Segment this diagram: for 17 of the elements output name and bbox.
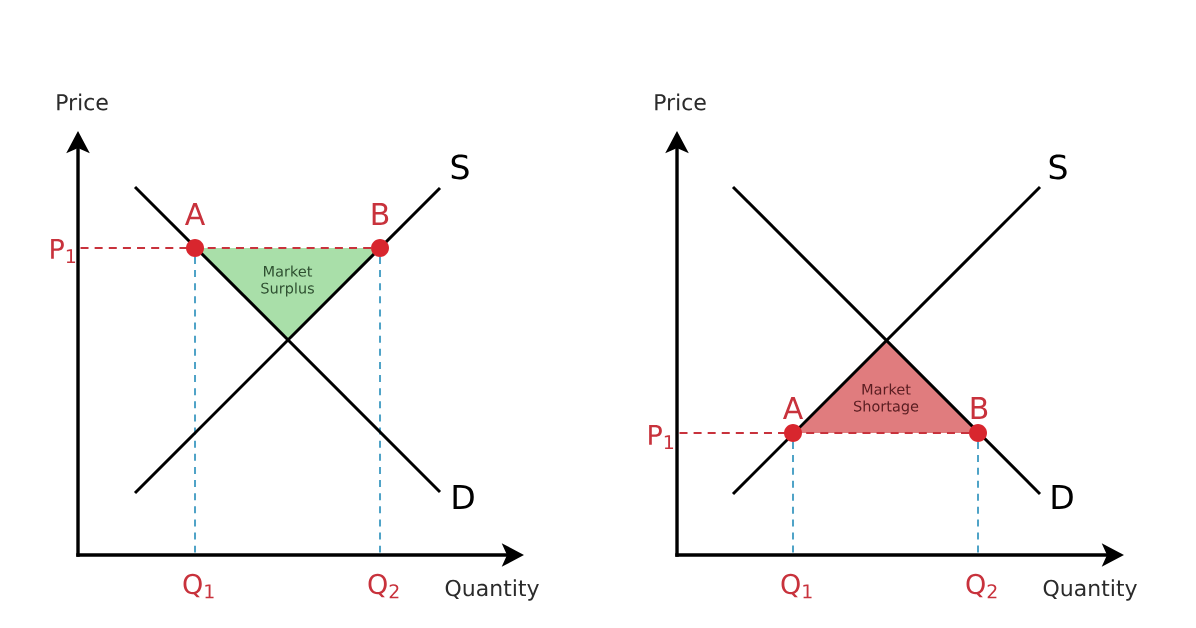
price-level-label: P$_{1}$ bbox=[51, 238, 76, 264]
axis-label: Quantity bbox=[1043, 579, 1137, 601]
axis-label: Price bbox=[655, 93, 706, 111]
curve-label: D bbox=[1052, 484, 1073, 509]
curve-label: S bbox=[1049, 154, 1067, 180]
curve-label: S bbox=[451, 154, 469, 180]
quantity-level-label: Q$_{1}$ bbox=[781, 573, 812, 599]
shaded-region: Market Surplus bbox=[195, 248, 380, 341]
axis-label: Quantity bbox=[445, 579, 539, 601]
quantity-level-label: Q$_{2}$ bbox=[368, 573, 399, 599]
price-level-label: P$_{1}$ bbox=[649, 424, 674, 450]
quantity-level-label: Q$_{2}$ bbox=[966, 573, 997, 599]
point-label: B bbox=[372, 203, 389, 225]
curve-label: D bbox=[453, 484, 474, 509]
axis-label: Price bbox=[57, 93, 108, 111]
quantity-level-label: Q$_{1}$ bbox=[183, 573, 214, 599]
point-label: A bbox=[185, 203, 206, 225]
